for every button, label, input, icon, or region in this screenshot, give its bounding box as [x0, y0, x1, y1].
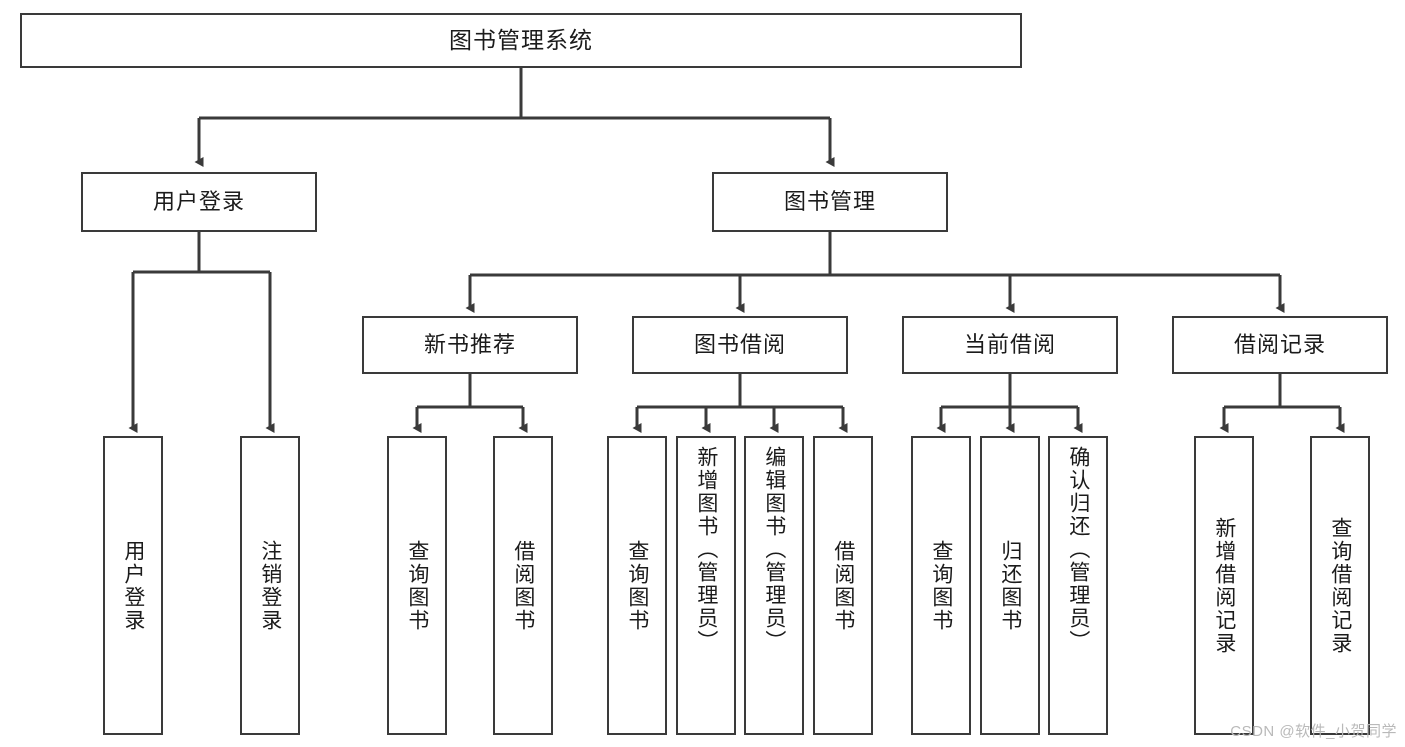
- leaf-new-book-query-book[interactable]: 查询图书: [387, 436, 447, 735]
- leaf-borrow-record-add-record[interactable]: 新增借阅记录: [1194, 436, 1254, 735]
- node-user-login[interactable]: 用户登录: [81, 172, 317, 232]
- node-label: 新书推荐: [423, 332, 516, 357]
- node-label: 查询图书: [929, 539, 953, 632]
- leaf-user-login-logout[interactable]: 注销登录: [240, 436, 300, 735]
- leaf-book-borrow-edit-book-admin[interactable]: 编辑图书（管理员）: [744, 436, 804, 735]
- node-label: 新增借阅记录: [1212, 516, 1236, 655]
- node-label: 用户登录: [121, 539, 145, 632]
- node-book-borrowing[interactable]: 图书借阅: [632, 316, 848, 374]
- node-borrowing-record[interactable]: 借阅记录: [1172, 316, 1388, 374]
- node-label: 当前借阅: [963, 332, 1056, 357]
- node-label: 用户登录: [152, 189, 245, 214]
- node-label: 查询借阅记录: [1328, 516, 1352, 655]
- node-label: 编辑图书（管理员）: [762, 446, 786, 653]
- node-label: 图书管理: [783, 189, 876, 214]
- node-label: 图书管理系统: [449, 27, 593, 53]
- leaf-book-borrow-add-book-admin[interactable]: 新增图书（管理员）: [676, 436, 736, 735]
- leaf-current-borrow-query-book[interactable]: 查询图书: [911, 436, 971, 735]
- node-label: 查询图书: [405, 539, 429, 632]
- node-label: 确认归还（管理员）: [1066, 446, 1090, 653]
- leaf-current-borrow-return-book[interactable]: 归还图书: [980, 436, 1040, 735]
- node-label: 图书借阅: [693, 332, 786, 357]
- watermark-text: CSDN @软件_小贺同学: [1230, 723, 1397, 740]
- node-label: 注销登录: [258, 539, 282, 632]
- leaf-new-book-borrow-book[interactable]: 借阅图书: [493, 436, 553, 735]
- node-current-borrowing[interactable]: 当前借阅: [902, 316, 1118, 374]
- leaf-borrow-record-query-record[interactable]: 查询借阅记录: [1310, 436, 1370, 735]
- node-label: 新增图书（管理员）: [694, 446, 718, 653]
- node-book-management[interactable]: 图书管理: [712, 172, 948, 232]
- node-label: 借阅图书: [511, 539, 535, 632]
- node-label: 借阅图书: [831, 539, 855, 632]
- leaf-book-borrow-borrow-book[interactable]: 借阅图书: [813, 436, 873, 735]
- leaf-current-borrow-confirm-return-admin[interactable]: 确认归还（管理员）: [1048, 436, 1108, 735]
- node-label: 查询图书: [625, 539, 649, 632]
- node-root-book-management-system[interactable]: 图书管理系统: [20, 13, 1022, 68]
- leaf-book-borrow-query-book[interactable]: 查询图书: [607, 436, 667, 735]
- node-label: 借阅记录: [1233, 332, 1326, 357]
- node-new-book-recommendation[interactable]: 新书推荐: [362, 316, 578, 374]
- node-label: 归还图书: [998, 539, 1022, 632]
- leaf-user-login-login[interactable]: 用户登录: [103, 436, 163, 735]
